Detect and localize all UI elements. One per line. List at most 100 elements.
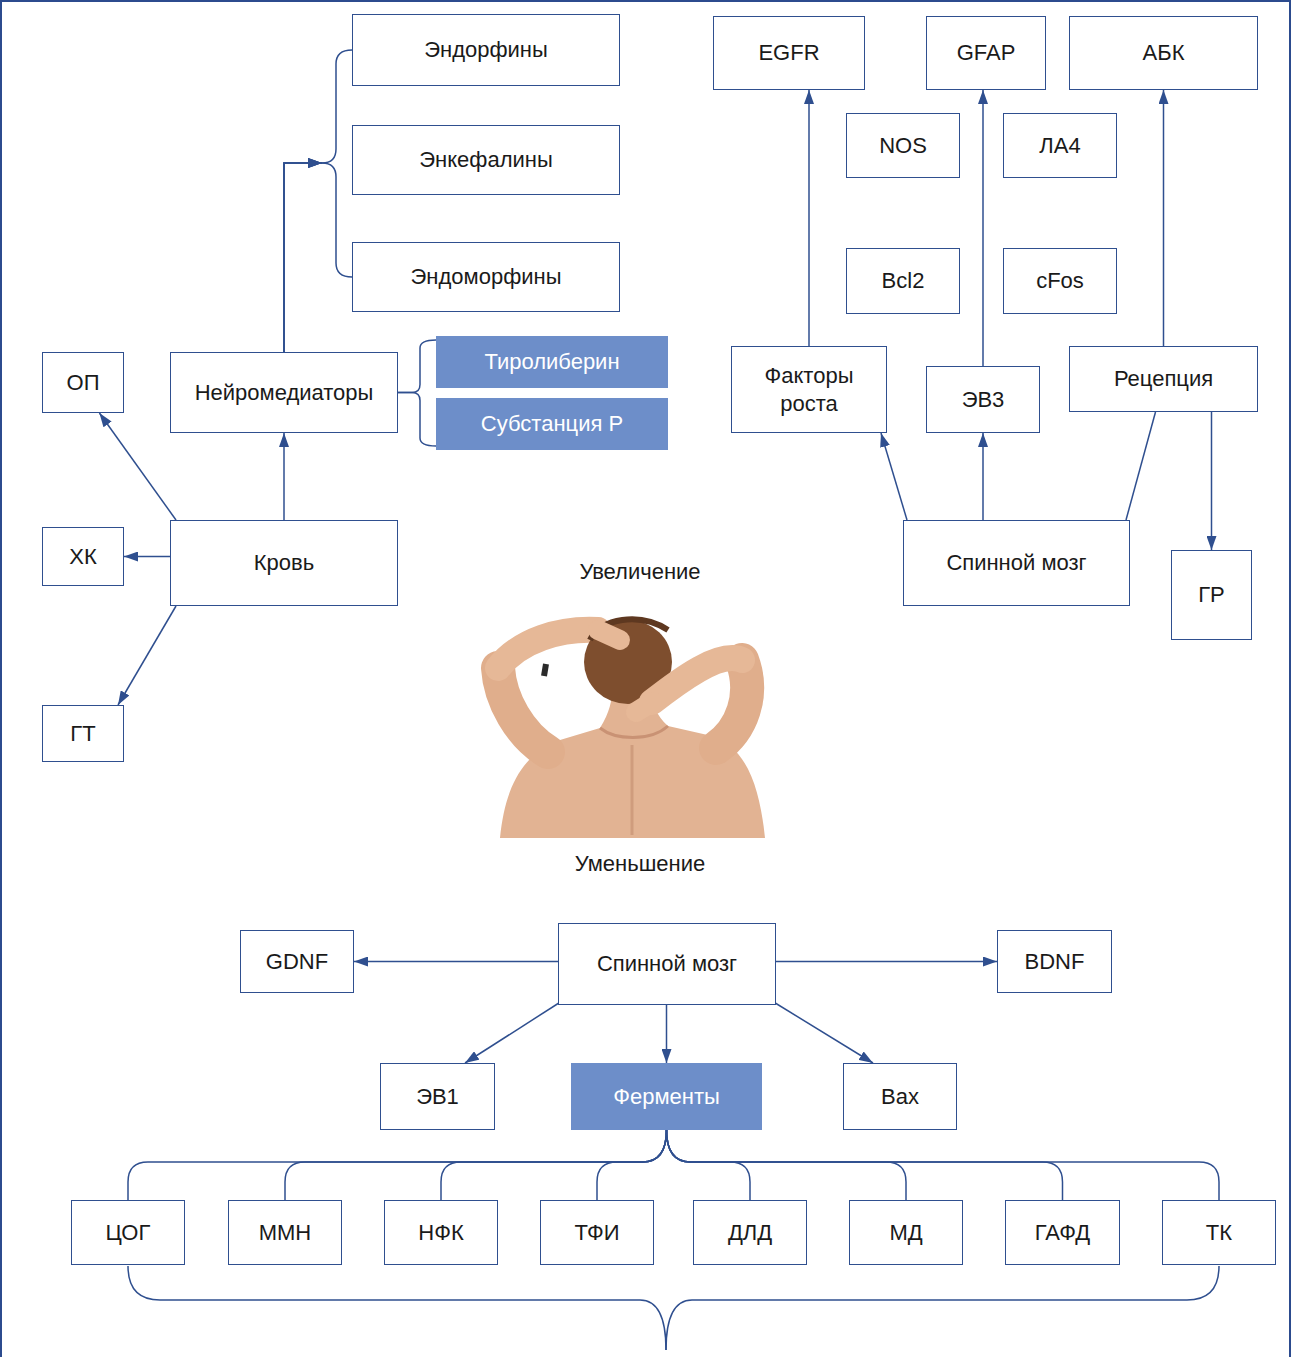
connector	[1211, 412, 1212, 550]
process-box: cFos	[1003, 248, 1117, 314]
connector	[809, 90, 810, 346]
connector	[667, 1130, 1220, 1200]
process-box: ТК	[1162, 1200, 1276, 1265]
process-box: BDNF	[997, 930, 1112, 993]
connector	[285, 1130, 667, 1200]
process-box: ГР	[1171, 550, 1252, 640]
connector-line	[982, 90, 984, 366]
connector	[983, 90, 984, 366]
process-box: ДЛД	[693, 1200, 807, 1265]
connector	[284, 163, 322, 352]
process-box: ЦОГ	[71, 1200, 185, 1265]
process-box: Bax	[843, 1063, 957, 1130]
process-box: Эндорфины	[352, 14, 620, 86]
connector	[99, 413, 176, 520]
connector-line	[1163, 90, 1165, 346]
node-text: ЦОГ	[106, 1219, 151, 1247]
node-text: НФК	[418, 1219, 463, 1247]
process-box: ТФИ	[540, 1200, 654, 1265]
connector	[398, 393, 436, 447]
connector	[284, 433, 285, 520]
left-upper-arm	[498, 668, 548, 752]
connector	[1126, 412, 1156, 520]
connector-line	[124, 556, 170, 558]
node-text: ГР	[1198, 581, 1225, 609]
node-text: ГТ	[70, 720, 95, 748]
process-box: GFAP	[926, 16, 1046, 90]
connector-line	[597, 1130, 667, 1200]
node-text: ЛА4	[1039, 132, 1080, 160]
node-text: Субстанция P	[481, 410, 623, 438]
process-box: Эндоморфины	[352, 242, 620, 312]
node-text: BDNF	[1025, 948, 1085, 976]
connector-line	[667, 1130, 1220, 1200]
process-box: Нейромедиаторы	[170, 352, 398, 433]
node-text: Энкефалины	[419, 146, 553, 174]
neck-shade	[600, 726, 668, 738]
connector	[441, 1130, 667, 1200]
process-box: ЭВ3	[926, 366, 1040, 433]
connector	[667, 1130, 907, 1200]
node-text: Спинной мозг	[946, 549, 1086, 577]
node-text: cFos	[1036, 267, 1084, 295]
connector-line	[99, 413, 176, 520]
node-text: Эндорфины	[424, 36, 548, 64]
connector-line	[1126, 412, 1156, 520]
node-text: ММН	[259, 1219, 312, 1247]
process-box: ХК	[42, 527, 124, 586]
node-text: ХК	[69, 543, 97, 571]
connector	[667, 1130, 751, 1200]
woman-figure	[498, 619, 765, 838]
process-box: Факторы роста	[731, 346, 887, 433]
bracelet	[544, 664, 546, 676]
right-hand	[636, 702, 652, 712]
connector	[284, 163, 352, 352]
bottom-brace-right	[666, 1266, 1219, 1350]
node-text: ОП	[67, 369, 100, 397]
node-text: Тиролиберин	[484, 348, 619, 376]
node-text: ЭВ3	[962, 386, 1005, 414]
process-box: ММН	[228, 1200, 342, 1265]
node-text: Спинной мозг	[597, 950, 737, 978]
process-box: Энкефалины	[352, 125, 620, 195]
node-text: АБК	[1143, 39, 1185, 67]
connector-line	[284, 163, 322, 352]
connector	[398, 340, 436, 393]
connector-line	[776, 961, 997, 963]
connector-line	[441, 1130, 667, 1200]
connectors	[99, 50, 1219, 1200]
process-box: НФК	[384, 1200, 498, 1265]
connector-line	[667, 1130, 751, 1200]
connector-line	[667, 1130, 1063, 1200]
hair-shade	[590, 619, 668, 640]
node-text: Ферменты	[613, 1083, 720, 1111]
node-text: Рецепция	[1114, 365, 1213, 393]
bottom-brace-left	[128, 1266, 666, 1350]
process-box: Спинной мозг	[558, 923, 776, 1005]
node-text: Нейромедиаторы	[195, 379, 374, 407]
connector-line	[398, 340, 436, 393]
connector-line	[285, 1130, 667, 1200]
connector	[284, 50, 352, 352]
brace-arm	[322, 163, 352, 277]
connector	[597, 1130, 667, 1200]
node-text: Bax	[881, 1083, 919, 1111]
right-forearm	[652, 658, 742, 702]
highlight-box: Субстанция P	[436, 398, 668, 450]
process-box: ГАФД	[1005, 1200, 1120, 1265]
connector	[983, 433, 984, 520]
left-forearm	[498, 630, 598, 668]
node-text: Bcl2	[882, 267, 925, 295]
node-text: GFAP	[957, 39, 1016, 67]
connector-line	[772, 1001, 873, 1063]
left-hand	[598, 630, 620, 640]
connector-line	[284, 163, 322, 352]
connector-line	[982, 433, 984, 520]
process-box: АБК	[1069, 16, 1258, 90]
process-box: Спинной мозг	[903, 520, 1130, 606]
connector	[667, 1130, 1063, 1200]
node-text: GDNF	[266, 948, 328, 976]
node-text: Кровь	[254, 549, 314, 577]
node-text: ТФИ	[574, 1219, 619, 1247]
